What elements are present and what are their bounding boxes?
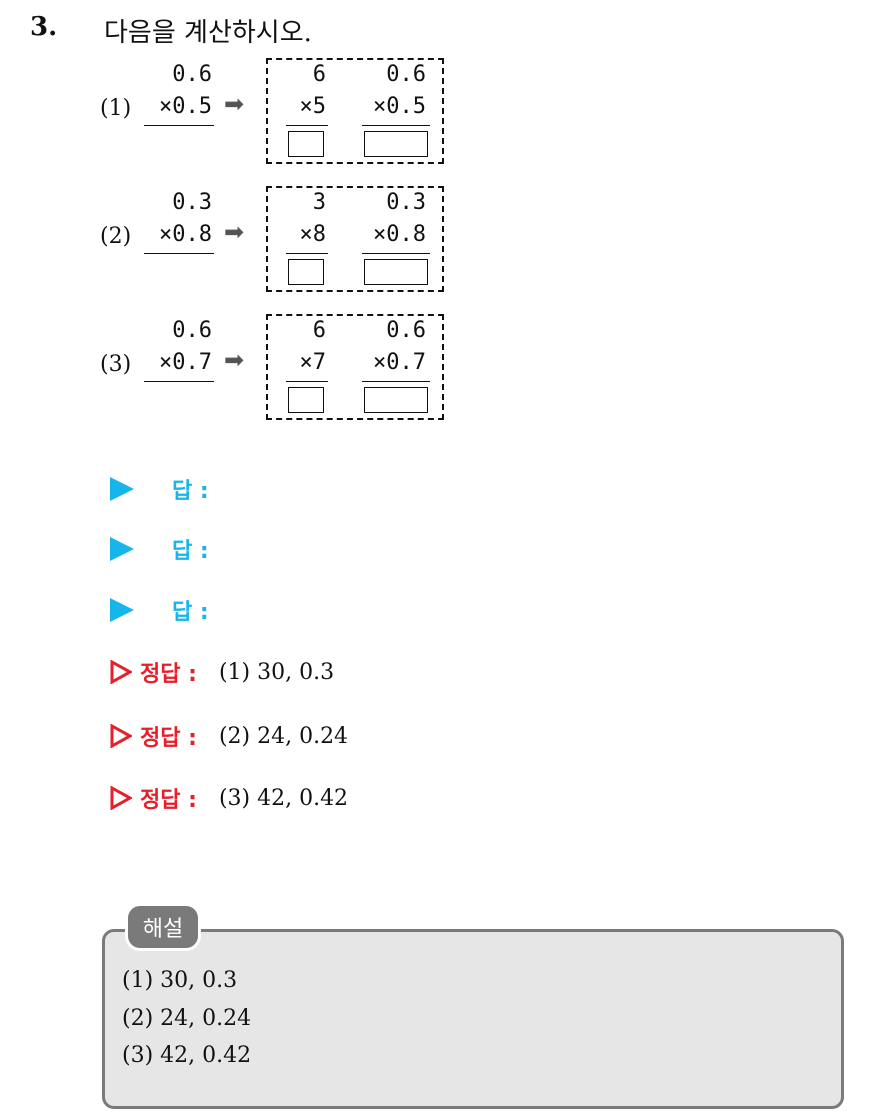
integer-answer-box[interactable] — [288, 259, 324, 285]
outlined-triangle-icon — [110, 724, 132, 748]
correct-answer-row: 정답 : (3) 42, 0.42 — [110, 781, 348, 815]
original-top-number: 0.6 — [172, 62, 212, 87]
integer-top-number: 6 — [312, 62, 326, 87]
integer-bottom-number: ×5 — [299, 94, 327, 119]
correct-answer-label: 정답 : — [140, 662, 197, 687]
problem-3: (3) 0.6 ×0.7 ➡ 6 ×7 0.6 ×0.7 — [100, 314, 460, 426]
outlined-triangle-icon — [110, 660, 132, 684]
correct-answer-row: 정답 : (2) 24, 0.24 — [110, 719, 348, 753]
decimal-bottom-number: ×0.7 — [373, 350, 426, 375]
integer-bottom-number: ×8 — [299, 222, 327, 247]
decimal-answer-box[interactable] — [364, 259, 428, 285]
correct-answer-label: 정답 : — [140, 726, 197, 751]
question-number: 3. — [30, 12, 58, 42]
right-arrow-icon: ➡ — [224, 218, 245, 246]
explanation-line: (1) 30, 0.3 — [122, 968, 238, 993]
answer-label: 답 : — [172, 479, 209, 504]
problem-1: (1) 0.6 ×0.5 ➡ 6 ×5 0.6 ×0.5 — [100, 58, 460, 170]
original-top-number: 0.3 — [172, 190, 212, 215]
play-triangle-icon — [110, 537, 134, 561]
dashed-work-box: 6 ×7 0.6 ×0.7 — [266, 314, 444, 420]
decimal-top-number: 0.3 — [386, 190, 426, 215]
explanation-line: (3) 42, 0.42 — [122, 1043, 252, 1068]
dashed-work-box: 6 ×5 0.6 ×0.5 — [266, 58, 444, 164]
correct-answer-label: 정답 : — [140, 788, 197, 813]
correct-answer-value: (3) 42, 0.42 — [218, 785, 349, 811]
integer-top-number: 6 — [312, 318, 326, 343]
dashed-work-box: 3 ×8 0.3 ×0.8 — [266, 186, 444, 292]
problem-label: (1) — [100, 96, 132, 121]
problem-2: (2) 0.3 ×0.8 ➡ 3 ×8 0.3 ×0.8 — [100, 186, 460, 298]
answer-row: 답 : — [110, 472, 209, 506]
decimal-bottom-number: ×0.5 — [373, 94, 426, 119]
correct-answer-row: 정답 : (1) 30, 0.3 — [110, 655, 334, 689]
answer-row: 답 : — [110, 532, 209, 566]
play-triangle-icon — [110, 598, 134, 622]
integer-underline — [286, 125, 328, 126]
decimal-top-number: 0.6 — [386, 318, 426, 343]
explanation-line: (2) 24, 0.24 — [122, 1006, 252, 1031]
original-top-number: 0.6 — [172, 318, 212, 343]
integer-answer-box[interactable] — [288, 387, 324, 413]
right-arrow-icon: ➡ — [224, 90, 245, 118]
answer-label: 답 : — [172, 600, 209, 625]
outlined-triangle-icon — [110, 786, 132, 810]
explanation-tag: 해설 — [128, 906, 198, 948]
answer-row: 답 : — [110, 593, 209, 627]
explanation-box — [102, 929, 844, 1109]
decimal-underline — [362, 381, 430, 382]
right-arrow-icon: ➡ — [224, 346, 245, 374]
original-bottom-number: ×0.8 — [159, 222, 212, 247]
integer-top-number: 3 — [312, 190, 326, 215]
original-underline — [144, 381, 214, 382]
question-text: 다음을 계산하시오. — [104, 18, 312, 48]
original-underline — [144, 253, 214, 254]
answer-label: 답 : — [172, 539, 209, 564]
original-bottom-number: ×0.5 — [159, 94, 212, 119]
integer-underline — [286, 253, 328, 254]
decimal-top-number: 0.6 — [386, 62, 426, 87]
integer-bottom-number: ×7 — [299, 350, 327, 375]
decimal-answer-box[interactable] — [364, 131, 428, 157]
problem-label: (2) — [100, 224, 132, 249]
decimal-underline — [362, 125, 430, 126]
original-bottom-number: ×0.7 — [159, 350, 212, 375]
decimal-bottom-number: ×0.8 — [373, 222, 426, 247]
integer-answer-box[interactable] — [288, 131, 324, 157]
decimal-underline — [362, 253, 430, 254]
correct-answer-value: (2) 24, 0.24 — [218, 723, 349, 749]
correct-answer-value: (1) 30, 0.3 — [218, 659, 335, 685]
problem-label: (3) — [100, 352, 132, 377]
integer-underline — [286, 381, 328, 382]
original-underline — [144, 125, 214, 126]
decimal-answer-box[interactable] — [364, 387, 428, 413]
play-triangle-icon — [110, 477, 134, 501]
